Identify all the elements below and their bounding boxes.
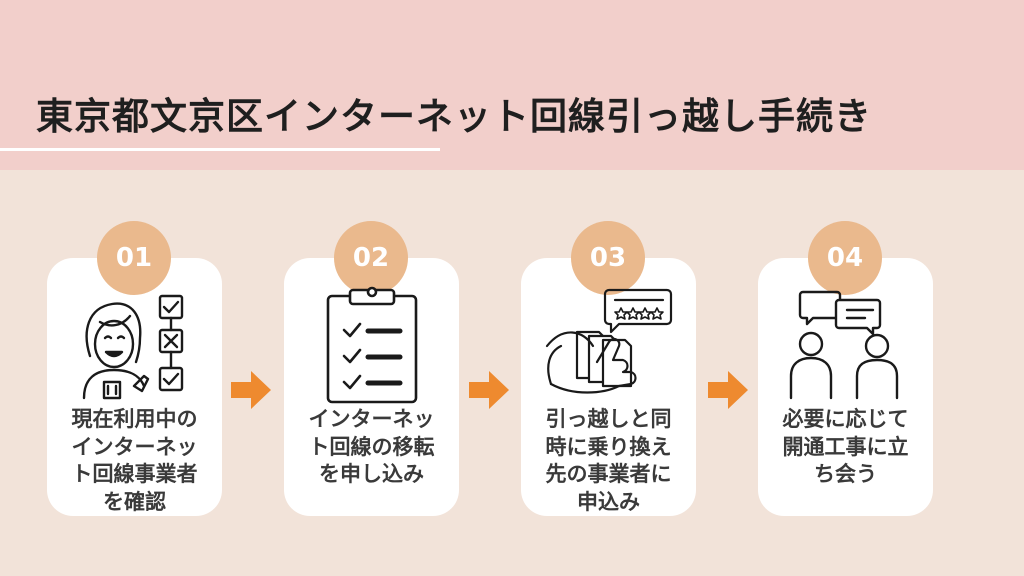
- step-1-line: ト回線事業者: [71, 462, 198, 487]
- step-1-line: 現在利用中の: [71, 407, 198, 431]
- step-number-2: 02: [334, 221, 408, 295]
- step-3-line: 引っ越しと同: [545, 407, 672, 431]
- step-number-4: 04: [808, 221, 882, 295]
- person-checklist-icon: [82, 294, 184, 400]
- clipboard-checklist-icon: [326, 286, 418, 404]
- arrow-right-icon: [469, 371, 509, 409]
- hand-documents-rating-icon: [545, 288, 673, 394]
- step-2-line: を申し込み: [319, 462, 424, 487]
- step-1-line: インターネッ: [71, 434, 198, 459]
- step-number-1: 01: [97, 221, 171, 295]
- step-description-1: 現在利用中の インターネッ ト回線事業者 を確認: [47, 406, 222, 517]
- arrow-right-icon: [708, 371, 748, 409]
- title-underline: [0, 148, 440, 151]
- arrow-right-icon: [231, 371, 271, 409]
- step-2-line: インターネッ: [308, 407, 435, 431]
- step-3-line: 申込み: [577, 490, 640, 515]
- header-banner: 東京都文京区インターネット回線引っ越し手続き: [0, 0, 1024, 170]
- step-description-4: 必要に応じて 開通工事に立 ち会う: [758, 406, 933, 489]
- step-2-line: ト回線の移転: [308, 434, 435, 459]
- step-3-line: 先の事業者に: [545, 462, 672, 487]
- step-description-3: 引っ越しと同 時に乗り換え 先の事業者に 申込み: [521, 406, 696, 517]
- two-people-chat-icon: [789, 290, 899, 400]
- page-title: 東京都文京区インターネット回線引っ越し手続き: [36, 95, 872, 138]
- step-description-2: インターネッ ト回線の移転 を申し込み: [284, 406, 459, 489]
- step-number-3: 03: [571, 221, 645, 295]
- step-4-line: 開通工事に立: [782, 434, 909, 459]
- step-4-line: 必要に応じて: [782, 407, 909, 431]
- step-4-line: ち会う: [814, 462, 877, 487]
- step-1-line: を確認: [103, 490, 166, 515]
- step-3-line: 時に乗り換え: [545, 434, 672, 459]
